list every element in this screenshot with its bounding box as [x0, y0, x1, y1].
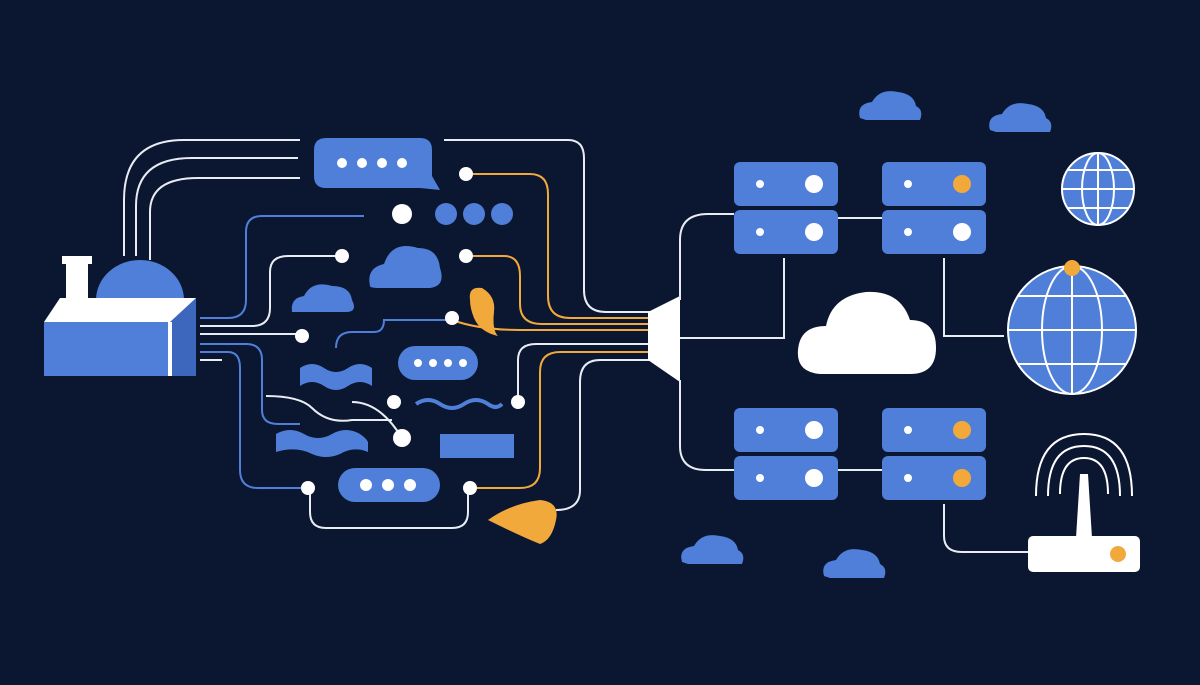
droplet-icon [488, 500, 557, 544]
cloud-icon [291, 284, 354, 312]
cloud-icon [369, 246, 442, 288]
wave-shapes [276, 364, 514, 458]
globe-pin [1064, 260, 1080, 276]
server-rack-icon [734, 408, 838, 500]
chat-bubble-icon [398, 346, 478, 380]
droplet-icon [469, 287, 498, 336]
output-wires [679, 213, 1028, 553]
cloud-icon [989, 103, 1052, 132]
cloud-icon [823, 549, 886, 578]
factory-wires [123, 139, 300, 260]
server-rack-icon [882, 408, 986, 500]
node-dots [295, 167, 525, 495]
server-rack-icon [882, 162, 986, 254]
cloud-icon [681, 535, 744, 564]
server-rack-icon [734, 162, 838, 254]
globe-icon [1061, 152, 1135, 226]
globe-icon [1007, 265, 1137, 395]
chat-bubble-icon [338, 468, 440, 502]
network-wires [200, 139, 650, 529]
cloud-icon [797, 291, 936, 374]
cloud-icon [859, 91, 922, 120]
chat-bubble-icon [314, 138, 440, 190]
factory-icon [44, 256, 196, 376]
funnel-icon [648, 296, 680, 382]
dots-group [435, 203, 513, 225]
wifi-router-icon [1028, 432, 1140, 572]
